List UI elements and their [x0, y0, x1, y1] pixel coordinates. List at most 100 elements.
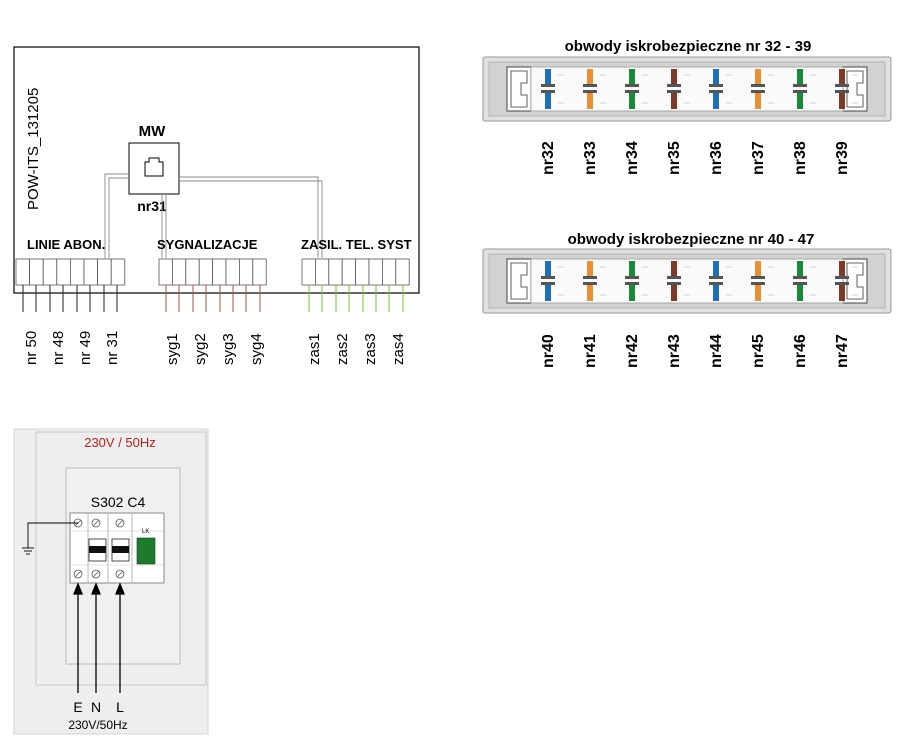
module-wires [104, 173, 323, 258]
wire-bottom [671, 285, 677, 301]
linie-label-1: nr 50 [23, 331, 40, 365]
linie-label-3: nr 49 [77, 331, 94, 365]
strip-top-label-8: nr39 [834, 141, 851, 175]
syg-label-3: syg3 [220, 333, 237, 365]
wire-top [587, 69, 593, 85]
wire-bottom [629, 93, 635, 109]
strip-top-label-5: nr36 [708, 141, 725, 175]
wire-bottom [713, 285, 719, 301]
terminal-cell [395, 258, 410, 286]
screw-terminals [73, 518, 125, 579]
syg-label-2: syg2 [192, 333, 209, 365]
contact-bottom [709, 282, 723, 285]
strip-top: obwody iskrobezpieczne nr 32 - 39 nr32 n… [482, 38, 892, 175]
wire-top [797, 261, 803, 277]
terminal-cell [314, 258, 330, 286]
supply-arrows [73, 582, 125, 693]
strip-top-body [482, 56, 892, 122]
zas-label-3: zas3 [362, 333, 379, 365]
contact-top [751, 276, 765, 279]
wires-syg [165, 285, 261, 312]
wire-bottom [545, 93, 551, 109]
contact-top [541, 276, 555, 279]
terminal-cell [238, 258, 254, 286]
contact-top [583, 84, 597, 87]
wire-bottom [671, 93, 677, 109]
terminal-cell [42, 258, 58, 286]
terminal-cell [29, 258, 44, 286]
terminal-cell [212, 258, 227, 286]
contact-top [541, 84, 555, 87]
terminal-cell [15, 258, 31, 286]
zas-label-1: zas1 [306, 333, 323, 365]
wire-top [545, 69, 551, 85]
lk-label: LK [142, 529, 149, 535]
contact-top [667, 276, 681, 279]
contact-top [583, 276, 597, 279]
zas-label-4: zas4 [390, 333, 407, 365]
terminal-cell [341, 258, 357, 286]
wires-linie [22, 285, 118, 312]
strip-bottom-label-5: nr44 [708, 334, 725, 368]
wire-bottom [797, 93, 803, 109]
contact-top [625, 276, 639, 279]
terminal-cell [252, 258, 267, 286]
terminal-cell [198, 258, 213, 286]
contact-top [835, 276, 849, 279]
wire-top [629, 261, 635, 277]
wire-top [755, 69, 761, 85]
contact-bottom [793, 90, 807, 93]
wire-bottom [755, 285, 761, 301]
strip-bottom-label-1: nr40 [540, 334, 557, 368]
terminal-cell [381, 258, 397, 286]
wire-top [671, 261, 677, 277]
wire-bottom [545, 285, 551, 301]
breaker-box: 230V / 50Hz S302 C4 LK [13, 428, 209, 735]
terminal-block-linie [15, 258, 126, 286]
wire-top [587, 261, 593, 277]
module-title: MW [139, 123, 166, 140]
contact-bottom [541, 282, 555, 285]
wire-top [713, 69, 719, 85]
contact-bottom [625, 282, 639, 285]
wire-top [755, 261, 761, 277]
linie-label-4: nr 31 [104, 331, 121, 365]
strip-bottom-label-2: nr41 [582, 334, 599, 368]
contact-bottom [583, 90, 597, 93]
terminal-block-zas [301, 258, 410, 286]
wire-bottom [587, 285, 593, 301]
supply-label: 230V/50Hz [68, 718, 127, 732]
contact-top [625, 84, 639, 87]
strip-top-title: obwody iskrobezpieczne nr 32 - 39 [565, 38, 812, 55]
terminal-cell [158, 258, 173, 286]
contact-top [793, 276, 807, 279]
wire-bottom [839, 93, 845, 109]
wire-label-e: E [73, 699, 82, 715]
group-zasil-label: ZASIL. TEL. SYST [301, 237, 412, 252]
wire-top [629, 69, 635, 85]
wire-top [713, 261, 719, 277]
strip-top-label-1: nr32 [540, 141, 557, 175]
terminal-cell [83, 258, 99, 286]
terminal-cell [171, 258, 187, 286]
contact-bottom [751, 90, 765, 93]
contact-top [793, 84, 807, 87]
phone-socket-icon [144, 157, 164, 177]
contact-top [709, 84, 723, 87]
contact-top [709, 276, 723, 279]
lk-indicator [136, 537, 156, 565]
module-sub: nr31 [137, 198, 167, 214]
strip-bottom-label-6: nr45 [750, 334, 767, 368]
strip-bottom-label-7: nr46 [792, 334, 809, 368]
strip-top-label-7: nr38 [792, 141, 809, 175]
terminal-block-syg [158, 258, 267, 286]
strip-top-label-4: nr35 [666, 141, 683, 175]
strip-bottom-body [482, 248, 892, 314]
zas-label-2: zas2 [334, 333, 351, 365]
strip-top-label-2: nr33 [582, 141, 599, 175]
terminal-cell [97, 258, 112, 286]
syg-label-1: syg1 [164, 333, 181, 365]
strip-bottom: obwody iskrobezpieczne nr 40 - 47 nr40 n… [482, 231, 892, 368]
group-linie-label: LINIE ABON. [27, 237, 105, 252]
